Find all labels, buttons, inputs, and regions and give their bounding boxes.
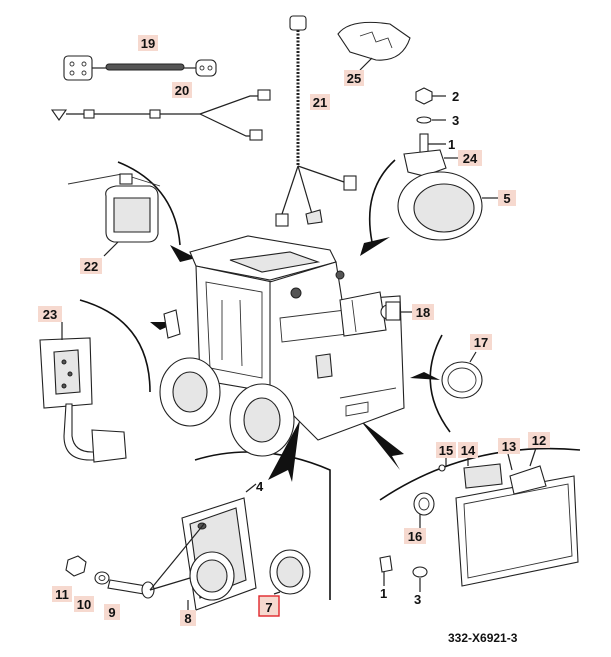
part-labels: 19 20 21 25 2 3 1 24 5 22 23 18 17 4 15 … [38,35,550,645]
label-22: 22 [84,259,98,274]
label-12: 12 [532,433,546,448]
label-24: 24 [463,151,478,166]
work-light-assembly [397,87,498,241]
label-17: 17 [474,335,488,350]
label-10: 10 [77,597,91,612]
pointer-arrows [150,237,440,482]
reference-code: 332-X6921-3 [448,631,518,645]
license-plate-assembly [379,447,579,592]
label-3-bottom: 3 [414,592,421,607]
label-18: 18 [416,305,430,320]
label-1-top: 1 [448,137,455,152]
light-18 [385,301,412,321]
lens-17 [441,351,483,399]
label-7: 7 [265,600,272,615]
bracket-23 [39,309,181,463]
label-2: 2 [452,89,459,104]
label-21: 21 [313,95,327,110]
label-16: 16 [408,529,422,544]
label-4: 4 [256,479,264,494]
tail-light-assembly [65,483,311,612]
label-15: 15 [439,443,453,458]
cab-light-22 [67,173,161,257]
label-3-top: 3 [452,113,459,128]
label-20: 20 [175,83,189,98]
label-23: 23 [43,307,57,322]
label-1-bottom: 1 [380,586,387,601]
highlight-box-7 [258,595,280,617]
label-14: 14 [461,443,476,458]
label-8: 8 [184,611,191,626]
cover-25 [337,21,411,71]
label-13: 13 [502,439,516,454]
label-5: 5 [503,191,510,206]
label-19: 19 [141,36,155,51]
harness-21 [275,15,357,227]
label-25: 25 [347,71,361,86]
label-11: 11 [55,587,69,602]
skid-steer-loader [159,235,405,457]
harness-20 [50,89,271,141]
harness-19 [63,55,217,81]
label-9: 9 [108,605,115,620]
